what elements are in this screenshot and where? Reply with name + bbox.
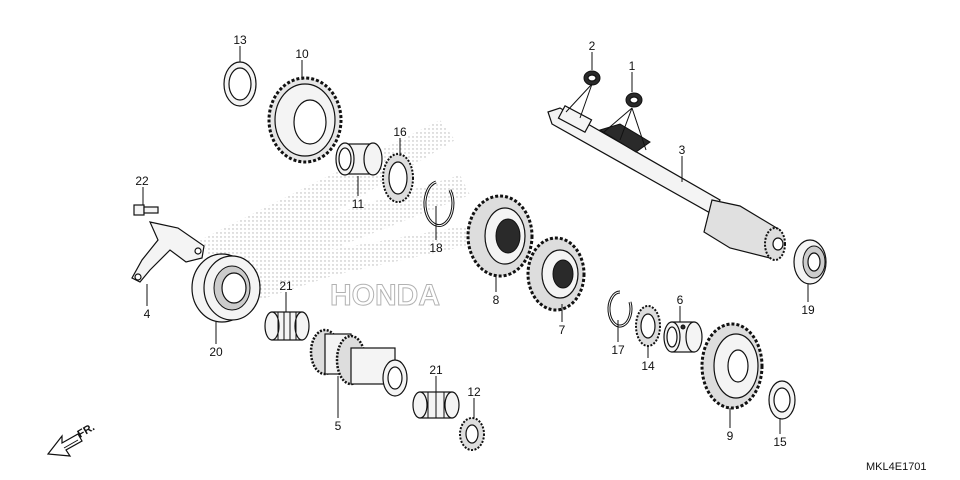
label-part-6: 6 bbox=[677, 293, 684, 307]
label-part-22: 22 bbox=[135, 174, 149, 188]
part-8-shifter-gear[interactable] bbox=[466, 194, 534, 278]
part-5-cluster-gear[interactable] bbox=[309, 328, 408, 397]
label-part-17: 17 bbox=[611, 343, 625, 357]
part-21-needle-bearing-lower[interactable] bbox=[412, 391, 460, 419]
label-part-8: 8 bbox=[493, 293, 500, 307]
part-16-splined-washer[interactable] bbox=[382, 153, 414, 203]
part-1-bushing[interactable] bbox=[625, 92, 643, 108]
part-3-mainshaft[interactable] bbox=[547, 104, 786, 261]
label-part-9: 9 bbox=[727, 429, 734, 443]
honda-watermark-text: HONDA bbox=[330, 279, 440, 312]
part-11-bushing[interactable] bbox=[335, 142, 383, 176]
label-part-15: 15 bbox=[773, 435, 787, 449]
label-part-21-lower: 21 bbox=[429, 363, 443, 377]
label-part-18: 18 bbox=[429, 241, 443, 255]
leader-lines bbox=[142, 46, 809, 434]
label-part-3: 3 bbox=[679, 143, 686, 157]
part-4-set-plate[interactable] bbox=[131, 221, 205, 283]
label-part-2: 2 bbox=[589, 39, 596, 53]
part-21-needle-bearing-upper[interactable] bbox=[264, 311, 310, 341]
part-10-gear[interactable] bbox=[267, 76, 343, 164]
label-part-13: 13 bbox=[233, 33, 247, 47]
label-part-7: 7 bbox=[559, 323, 566, 337]
label-part-21-upper: 21 bbox=[279, 279, 293, 293]
label-part-11: 11 bbox=[352, 197, 365, 211]
label-part-20: 20 bbox=[209, 345, 223, 359]
label-part-14: 14 bbox=[641, 359, 655, 373]
part-19-bearing[interactable] bbox=[793, 239, 827, 285]
part-17-snap-ring[interactable] bbox=[607, 290, 633, 328]
part-12-thrust-washer[interactable] bbox=[459, 417, 485, 451]
part-18-snap-ring[interactable] bbox=[423, 180, 455, 227]
part-7-gear[interactable] bbox=[526, 236, 586, 312]
part-9-gear[interactable] bbox=[700, 322, 764, 410]
label-part-5: 5 bbox=[335, 419, 342, 433]
front-direction-arrow: FR. bbox=[46, 421, 97, 457]
label-part-4: 4 bbox=[144, 307, 151, 321]
part-2-bushing[interactable] bbox=[583, 70, 601, 86]
fr-label: FR. bbox=[76, 421, 97, 440]
label-part-19: 19 bbox=[801, 303, 815, 317]
part-22-bolt[interactable] bbox=[133, 204, 159, 216]
part-15-washer[interactable] bbox=[768, 380, 796, 420]
label-part-1: 1 bbox=[629, 59, 636, 73]
part-20-bearing[interactable] bbox=[191, 253, 261, 323]
drawing-code: MKL4E1701 bbox=[866, 461, 927, 473]
part-14-splined-washer[interactable] bbox=[635, 305, 661, 347]
label-part-12: 12 bbox=[467, 385, 481, 399]
part-6-bushing[interactable] bbox=[663, 321, 703, 353]
label-part-10: 10 bbox=[295, 47, 309, 61]
part-13-washer[interactable] bbox=[223, 61, 257, 107]
label-part-16: 16 bbox=[393, 125, 407, 139]
